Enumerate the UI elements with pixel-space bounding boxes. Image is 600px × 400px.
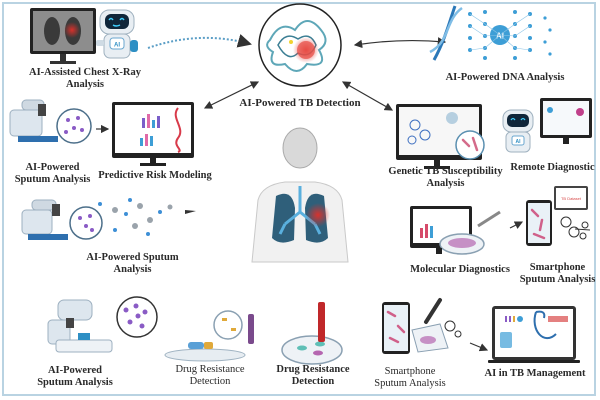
label-sputum-2: AI-Powered Sputum Analysis [75,252,190,276]
label-remote: Remote Diagnostic [510,162,595,173]
arrow-center-risk [203,81,260,109]
label-line: Genetic TB Susceptibility [388,166,503,177]
remote-diagnostic-illustration: AI [502,98,592,153]
microscope-illustration-2 [21,198,196,240]
label-line: Analysis [113,264,152,275]
label-sputum-1: AI-Powered Sputum Analysis [10,162,95,186]
tablet-text: TB Dataset [561,196,582,201]
label-line: Drug Resistance [175,364,245,375]
robot-ai-badge-2: AI [516,139,522,145]
label-molecular: Molecular Diagnostics [410,264,510,275]
genetic-monitor-illustration [396,104,485,169]
label-drug-2: Drug Resistance Detection [268,364,358,388]
robot-illustration: AI [96,9,138,59]
arrow-xray-to-center [147,34,252,49]
label-center: AI-Powered TB Detection [239,97,361,109]
drug-resistance-illustration-1 [164,310,254,362]
label-drug-1: Drug Resistance Detection [165,364,255,388]
arrow-dummy [574,228,591,231]
management-laptop-illustration [488,306,580,363]
label-line: Drug Resistance [276,364,350,375]
center-protein-circle [258,3,342,87]
dna-network-illustration: AI [429,5,552,61]
microscope-illustration-1 [9,99,92,144]
label-line: AI-Powered [25,162,80,173]
label-line: Sputum Analysis [14,174,91,185]
label-line: AI-Powered [47,365,103,376]
label-line: Analysis [66,79,104,90]
label-line: Sputum Analysis [374,378,446,389]
label-sputum-3: AI-Powered Sputum Analysis [30,365,120,389]
robot-ai-badge: AI [114,43,120,49]
label-dna: AI-Powered DNA Analysis [445,72,565,83]
label-line: Detection [291,376,335,387]
smartphone-illustration-1: TB Dataset [526,186,589,246]
label-line: AI-Powered Sputum [86,252,179,263]
label-line: AI-Assisted Chest X-Ray [29,67,141,78]
label-line: Smartphone [529,262,586,273]
risk-monitor-illustration [112,102,194,166]
drug-resistance-illustration-2 [281,302,343,365]
label-line: Sputum Analysis [519,274,596,285]
label-smartphone-1: Smartphone Sputum Analysis [515,262,600,286]
arrow-molecular-smartphone [509,221,524,229]
arrow-smartphone-management [469,342,489,352]
label-line: Smartphone [384,366,436,377]
microscope-illustration-3 [47,296,158,353]
molecular-illustration [410,206,501,255]
network-ai-badge: AI [496,32,504,41]
smartphone-illustration-2 [382,298,462,354]
label-genetic: Genetic TB Susceptibility Analysis [388,166,503,190]
label-smartphone-2: Smartphone Sputum Analysis [365,366,455,390]
label-line: Sputum Analysis [37,377,113,388]
human-lungs-illustration [251,127,349,263]
xray-monitor-illustration [30,8,96,64]
label-chest-xray: AI-Assisted Chest X-Ray Analysis [20,67,150,91]
label-line: Analysis [426,178,465,189]
label-line: Detection [189,376,231,387]
connector-arrows [96,34,591,352]
arrow-center-dna [353,37,447,49]
label-management: AI in TB Management [484,368,586,379]
label-risk-model: Predictive Risk Modeling [98,170,212,181]
arrow-center-genetic [341,81,394,111]
